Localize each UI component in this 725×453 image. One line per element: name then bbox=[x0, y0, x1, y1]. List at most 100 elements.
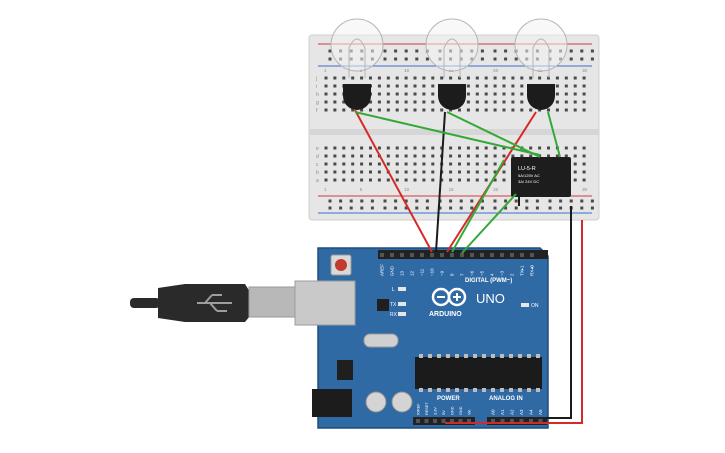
breadboard-hole bbox=[395, 146, 399, 150]
capacitor-1 bbox=[365, 391, 387, 413]
breadboard-hole bbox=[431, 84, 435, 88]
rail-hole bbox=[383, 49, 387, 53]
breadboard-hole bbox=[493, 146, 497, 150]
usb-chip bbox=[377, 299, 389, 311]
usb-cable[interactable] bbox=[130, 280, 356, 326]
breadboard-hole bbox=[502, 100, 506, 104]
rail-hole bbox=[383, 57, 387, 61]
bulb-3[interactable] bbox=[514, 18, 568, 110]
breadboard-hole bbox=[493, 170, 497, 174]
header-hole[interactable] bbox=[520, 253, 524, 257]
header-hole[interactable] bbox=[410, 253, 414, 257]
rail-hole bbox=[449, 199, 453, 203]
analog-header bbox=[487, 417, 547, 425]
breadboard-hole bbox=[342, 76, 346, 80]
breadboard-hole bbox=[466, 178, 470, 182]
breadboard-hole bbox=[360, 146, 364, 150]
breadboard-hole bbox=[466, 76, 470, 80]
wire-red-1 bbox=[354, 109, 433, 253]
breadboard-hole bbox=[573, 92, 577, 96]
digital-label: DIGITAL (PWM~) bbox=[465, 278, 512, 284]
header-hole[interactable] bbox=[510, 419, 514, 423]
header-hole[interactable] bbox=[390, 253, 394, 257]
header-hole[interactable] bbox=[460, 253, 464, 257]
breadboard-hole bbox=[351, 170, 355, 174]
digital-pin-label: TX▸1 bbox=[520, 265, 525, 276]
breadboard-hole bbox=[324, 76, 328, 80]
breadboard-hole bbox=[404, 108, 408, 112]
header-hole[interactable] bbox=[433, 419, 437, 423]
breadboard-hole bbox=[324, 178, 328, 182]
header-hole[interactable] bbox=[420, 253, 424, 257]
header-hole[interactable] bbox=[458, 419, 463, 423]
header-hole[interactable] bbox=[441, 419, 446, 423]
rail-hole bbox=[459, 199, 463, 203]
header-hole[interactable] bbox=[450, 419, 454, 423]
header-hole[interactable] bbox=[416, 419, 420, 423]
row-letter: c bbox=[316, 162, 319, 168]
header-hole[interactable] bbox=[529, 419, 533, 423]
bulb-1[interactable] bbox=[330, 18, 384, 110]
rail-hole bbox=[480, 57, 484, 61]
breadboard-hole bbox=[369, 146, 372, 150]
header-hole[interactable] bbox=[424, 419, 429, 423]
ic-pin bbox=[518, 388, 522, 392]
breadboard-hole bbox=[369, 100, 372, 104]
breadboard-hole bbox=[440, 76, 444, 80]
breadboard-hole bbox=[431, 178, 435, 182]
column-number: 20 bbox=[493, 187, 499, 192]
header-hole[interactable] bbox=[530, 253, 534, 257]
breadboard-hole bbox=[458, 146, 461, 150]
breadboard-hole bbox=[404, 76, 408, 80]
rail-hole bbox=[525, 199, 529, 203]
header-hole[interactable] bbox=[500, 253, 504, 257]
header-hole[interactable] bbox=[480, 253, 484, 257]
digital-pin-label: ~6 bbox=[470, 270, 475, 276]
column-number: 1 bbox=[324, 68, 327, 73]
header-hole[interactable] bbox=[380, 253, 384, 257]
breadboard-hole bbox=[538, 76, 542, 80]
rail-hole bbox=[590, 206, 594, 210]
header-hole[interactable] bbox=[470, 253, 474, 257]
breadboard-hole bbox=[511, 154, 515, 158]
breadboard-hole bbox=[520, 84, 524, 88]
relay[interactable]: LU-5-R 5A/125V AC 3A/ 24V DC bbox=[511, 157, 571, 197]
header-hole[interactable] bbox=[519, 419, 524, 423]
rail-hole bbox=[394, 49, 398, 53]
breadboard-hole bbox=[324, 100, 328, 104]
breadboard-hole bbox=[529, 76, 533, 80]
header-hole[interactable] bbox=[490, 253, 494, 257]
header-hole[interactable] bbox=[450, 253, 454, 257]
bulb-group bbox=[330, 18, 568, 110]
relay-label-1: LU-5-R bbox=[518, 166, 536, 172]
power-jack[interactable] bbox=[312, 389, 352, 417]
breadboard-hole bbox=[484, 154, 488, 158]
led-l-label: L bbox=[392, 287, 395, 293]
breadboard-hole bbox=[360, 178, 364, 182]
breadboard-hole bbox=[573, 146, 577, 150]
rail-hole bbox=[360, 199, 364, 203]
ic-pin bbox=[536, 354, 540, 358]
header-hole[interactable] bbox=[500, 419, 505, 423]
header-hole[interactable] bbox=[400, 253, 404, 257]
breadboard-hole bbox=[351, 108, 355, 112]
ic-pin bbox=[437, 388, 441, 392]
breadboard-hole bbox=[377, 162, 381, 166]
rail-hole bbox=[415, 206, 419, 210]
header-hole[interactable] bbox=[510, 253, 514, 257]
breadboard-hole bbox=[511, 76, 515, 80]
header-hole[interactable] bbox=[491, 419, 495, 423]
header-hole[interactable] bbox=[467, 419, 471, 423]
column-number: 15 bbox=[449, 187, 455, 192]
header-hole[interactable] bbox=[538, 419, 543, 423]
header-hole[interactable] bbox=[440, 253, 444, 257]
breadboard-hole bbox=[475, 162, 479, 166]
breadboard-hole bbox=[466, 92, 470, 96]
ic-pin bbox=[455, 354, 459, 358]
breadboard-hole bbox=[502, 108, 506, 112]
breadboard-hole bbox=[564, 92, 568, 96]
ic-pin bbox=[536, 388, 540, 392]
header-hole[interactable] bbox=[430, 253, 434, 257]
bulb-2[interactable] bbox=[425, 18, 479, 110]
